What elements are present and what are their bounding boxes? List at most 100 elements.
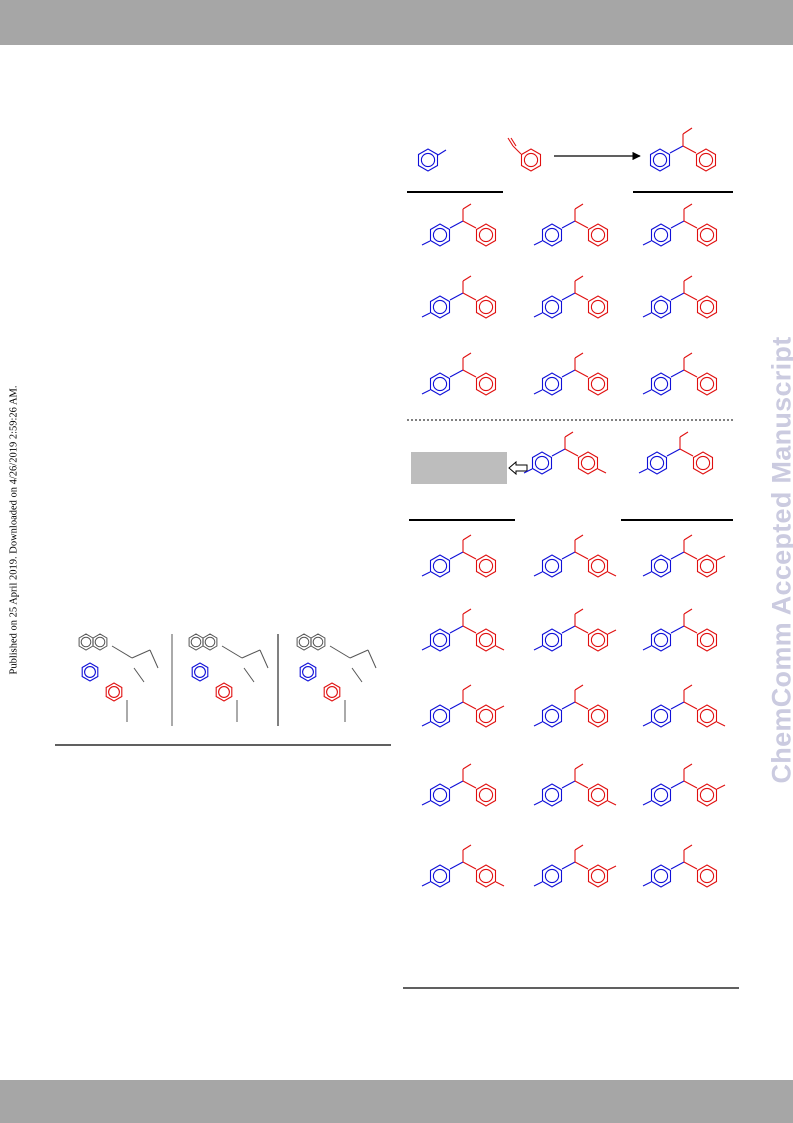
bond [683, 701, 698, 710]
bond [367, 649, 377, 669]
benzene-ring [696, 704, 718, 728]
bond [561, 292, 576, 301]
benzene-ring [520, 148, 542, 172]
methyl-bond [421, 800, 431, 806]
methyl-bond [533, 721, 543, 727]
bond [574, 292, 589, 301]
product-structure [533, 684, 609, 728]
methyl-bond [523, 468, 533, 474]
bond [574, 684, 584, 691]
benzene-ring [429, 372, 451, 396]
product-structure [533, 844, 617, 888]
bond [449, 369, 464, 378]
bond [682, 127, 693, 135]
bond [683, 763, 693, 770]
methyl-bond [716, 784, 726, 790]
methyl-bond [533, 312, 543, 318]
grey-box [411, 452, 507, 484]
aromatic-circle [432, 708, 448, 724]
methyl-bond [607, 865, 617, 871]
aromatic-circle [80, 636, 92, 648]
methyl-bond [495, 645, 505, 651]
methyl-bond [421, 645, 431, 651]
benzene-ring [696, 783, 718, 807]
aromatic-circle [653, 558, 669, 574]
bond [449, 292, 464, 301]
product-structure [421, 763, 497, 807]
benzene-ring [92, 633, 108, 651]
product-structure [523, 431, 607, 475]
bond [329, 645, 351, 659]
bond [133, 667, 145, 683]
bond [449, 780, 464, 789]
bond [462, 861, 477, 870]
methyl-bond [421, 312, 431, 318]
bond [683, 352, 693, 359]
aromatic-circle [653, 376, 669, 392]
bond [462, 534, 472, 541]
benzene-ring [587, 783, 609, 807]
aromatic-circle [108, 686, 120, 698]
benzene-ring [587, 223, 609, 247]
product-structure [649, 127, 717, 172]
benzene-ring [650, 223, 672, 247]
methyl-bond [533, 645, 543, 651]
benzene-ring [541, 372, 563, 396]
benzene-ring [587, 295, 609, 319]
benzene-ring [475, 295, 497, 319]
ts-panel [78, 633, 159, 722]
methyl-bond [533, 881, 543, 887]
benzene-ring [417, 148, 439, 172]
methyl-bond [607, 800, 617, 806]
bond [670, 701, 685, 710]
bond [683, 220, 698, 229]
bond [670, 369, 685, 378]
aromatic-circle [544, 868, 560, 884]
bond [561, 861, 576, 870]
bond [561, 369, 576, 378]
benzene-ring [475, 704, 497, 728]
methyl-bond [642, 571, 652, 577]
aromatic-circle [478, 868, 494, 884]
ts-panel [296, 633, 377, 722]
aromatic-circle [653, 708, 669, 724]
product-structure [642, 844, 718, 888]
bond [679, 448, 694, 457]
benzene-ring [650, 864, 672, 888]
bond [259, 649, 269, 669]
methyl-bond [642, 312, 652, 318]
benzene-ring [696, 628, 718, 652]
aromatic-circle [478, 376, 494, 392]
aromatic-circle [432, 558, 448, 574]
benzene-ring [696, 864, 718, 888]
benzene-ring [577, 451, 599, 475]
header-band [0, 0, 793, 45]
aromatic-circle [544, 708, 560, 724]
benzene-ring [202, 633, 218, 651]
benzene-ring [429, 864, 451, 888]
bond [241, 649, 261, 659]
product-structure [642, 352, 718, 396]
benzene-ring [587, 554, 609, 578]
benzene-ring [650, 704, 672, 728]
product-structure [421, 684, 505, 728]
benzene-ring [191, 662, 209, 682]
benzene-ring [587, 864, 609, 888]
methyl-bond [597, 468, 607, 474]
benzene-ring [215, 682, 233, 702]
bond [574, 369, 589, 378]
aromatic-circle [298, 636, 310, 648]
benzene-ring [475, 554, 497, 578]
product-structure [642, 763, 726, 807]
bond [683, 534, 693, 541]
benzene-ring [429, 783, 451, 807]
bond [574, 763, 584, 770]
bond [670, 861, 685, 870]
benzene-ring [696, 372, 718, 396]
bond [149, 649, 159, 669]
aromatic-circle [653, 299, 669, 315]
aromatic-circle [699, 376, 715, 392]
benzene-ring [650, 783, 672, 807]
open-arrow-icon [508, 460, 528, 476]
benzene-ring [310, 633, 326, 651]
